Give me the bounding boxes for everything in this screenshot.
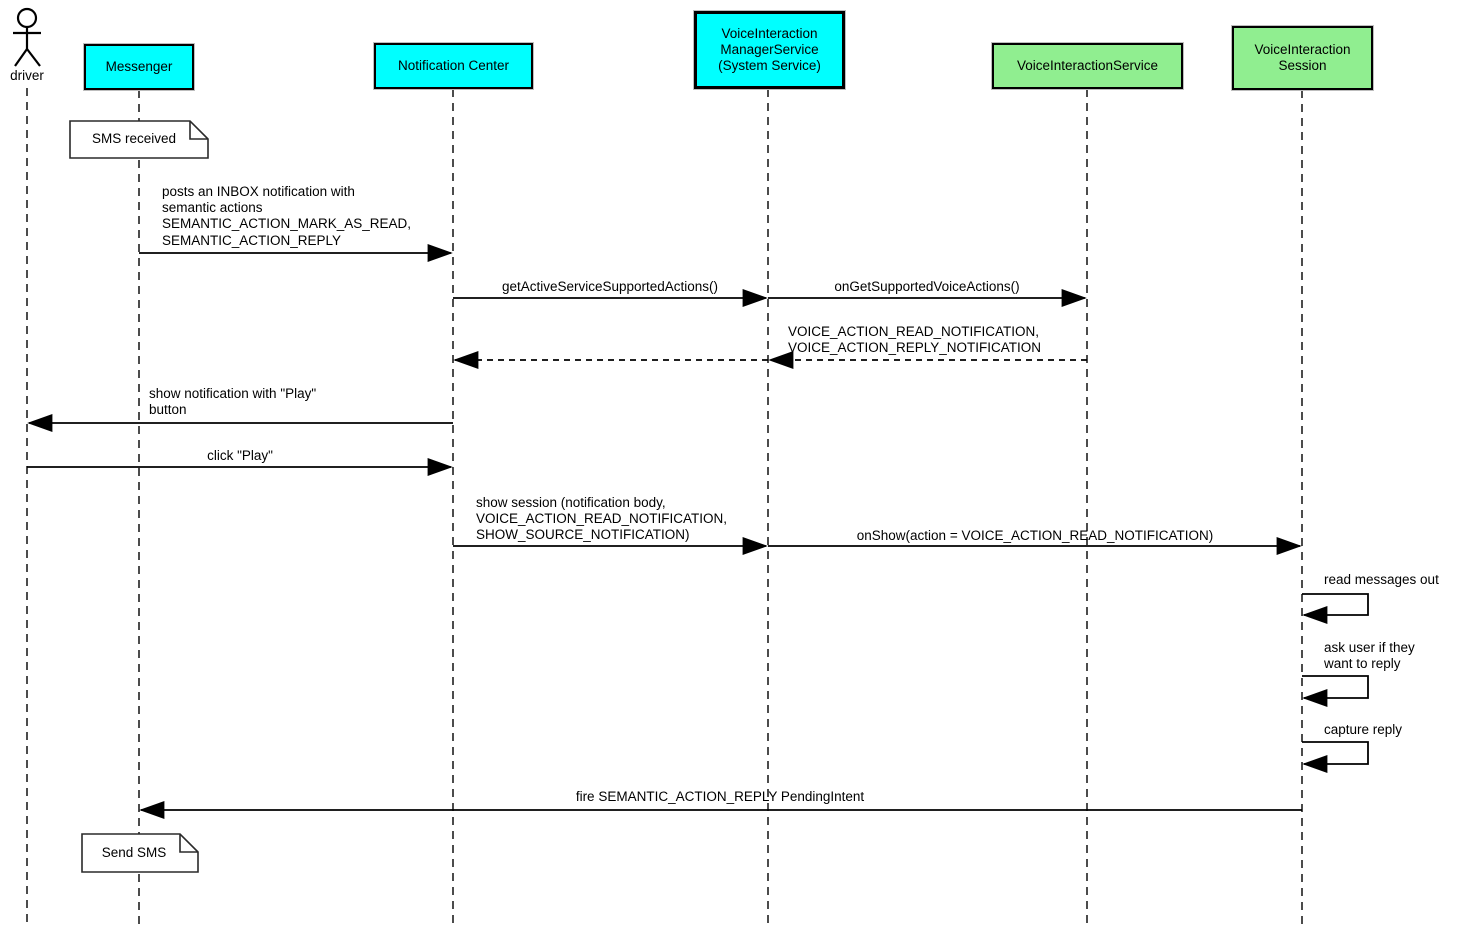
participant-messenger: Messenger xyxy=(84,44,194,90)
note-sms-received-shape xyxy=(69,120,209,159)
message-label-show-notification-play-button: show notification with "Play" button xyxy=(149,386,317,418)
participant-voice-interaction-manager-service: VoiceInteraction ManagerService (System … xyxy=(694,11,845,89)
message-label-read-messages-out: read messages out xyxy=(1324,572,1439,587)
actor-driver-label: driver xyxy=(10,68,44,83)
message-label-click-play: click "Play" xyxy=(207,448,273,463)
self-arrow-read-messages-out xyxy=(1302,593,1369,624)
message-label-capture-reply: capture reply xyxy=(1324,722,1403,737)
message-label-on-show: onShow(action = VOICE_ACTION_READ_NOTIFI… xyxy=(856,528,1214,543)
message-label-on-get-supported-voice-actions: onGetSupportedVoiceActions() xyxy=(834,279,1020,294)
actor-driver-icon xyxy=(13,7,41,67)
message-label-get-active-service-supported-actions: getActiveServiceSupportedActions() xyxy=(501,279,719,294)
self-arrow-ask-user-reply xyxy=(1302,675,1369,707)
participant-notification-center: Notification Center xyxy=(374,43,533,89)
message-label-posts-inbox-notification: posts an INBOX notification with semanti… xyxy=(162,184,412,248)
message-label-show-session: show session (notification body, VOICE_A… xyxy=(476,495,728,543)
message-label-ask-user-reply: ask user if they want to reply xyxy=(1324,640,1415,672)
self-arrow-capture-reply xyxy=(1302,741,1369,773)
participant-voice-interaction-service: VoiceInteractionService xyxy=(992,43,1183,89)
message-label-fire-semantic-action-reply: fire SEMANTIC_ACTION_REPLY PendingIntent xyxy=(575,789,865,804)
note-sms-received-label: SMS received xyxy=(91,131,177,146)
message-label-return-voice-actions: VOICE_ACTION_READ_NOTIFICATION, VOICE_AC… xyxy=(788,324,1042,356)
note-send-sms-shape xyxy=(81,833,199,873)
participant-voice-interaction-session: VoiceInteraction Session xyxy=(1232,26,1373,90)
note-sms-received-fold xyxy=(189,121,208,140)
note-send-sms-fold xyxy=(179,834,198,853)
note-send-sms-label: Send SMS xyxy=(101,845,167,860)
